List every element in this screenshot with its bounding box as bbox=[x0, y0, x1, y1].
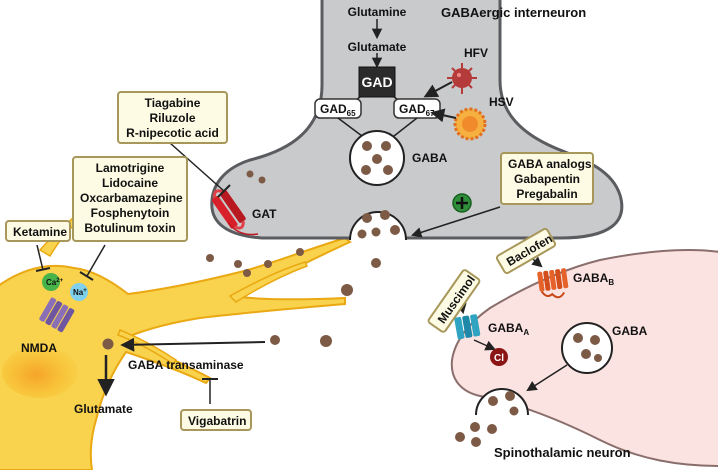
na-label: Na+ bbox=[73, 288, 87, 297]
gaba-post-label: GABA bbox=[612, 324, 648, 338]
drug-botulinum-toxin: Botulinum toxin bbox=[84, 221, 176, 235]
vigabatrin-box: Vigabatrin bbox=[180, 409, 252, 431]
gaba-vesicle-post-release bbox=[475, 388, 529, 416]
astro-soma bbox=[2, 346, 78, 398]
gat-transporter bbox=[211, 189, 246, 230]
gaba-b-label: GABAB bbox=[573, 271, 614, 287]
synaptic-gaba-dots bbox=[206, 248, 497, 447]
arrow-hsv bbox=[430, 108, 457, 123]
sodium-blockers-box: Lamotrigine Lidocaine Oxcarbamazepine Fo… bbox=[72, 156, 188, 242]
drug-fosphenytoin: Fosphenytoin bbox=[90, 206, 170, 220]
interneuron-title: GABAergic interneuron bbox=[441, 5, 586, 20]
gaba-vesicle-postsynaptic bbox=[561, 322, 613, 374]
gaba-b-receptor bbox=[537, 268, 569, 299]
drug-pregabalin: Pregabalin bbox=[516, 187, 578, 201]
hsv-label: HSV bbox=[489, 95, 514, 109]
drug-lamotrigine: Lamotrigine bbox=[95, 161, 165, 175]
arrow-gaba-uptake bbox=[120, 337, 266, 352]
gad65-label: GAD65 bbox=[320, 102, 356, 118]
plus-icon bbox=[452, 193, 472, 213]
gaba-vesicle-interneuron bbox=[349, 130, 405, 186]
spinothalamic-title: Spinothalamic neuron bbox=[494, 445, 631, 460]
gad-label: GAD bbox=[361, 74, 392, 90]
drug-lidocaine: Lidocaine bbox=[101, 176, 158, 190]
cl-ion bbox=[490, 348, 508, 366]
gaba-a-label: GABAA bbox=[488, 321, 529, 337]
gaba-transaminase-label: GABA transaminase bbox=[128, 358, 244, 372]
drug-tiagabine: Tiagabine bbox=[144, 96, 201, 110]
gaba-vesicle-label: GABA bbox=[412, 151, 448, 165]
gaba-analogs-box: GABA analogs Gabapentin Pregabalin bbox=[500, 152, 594, 205]
gat-label: GAT bbox=[252, 207, 277, 221]
hfv-label: HFV bbox=[464, 46, 488, 60]
virus-hsv-icon bbox=[453, 107, 487, 141]
gat-inhibitors-box: Tiagabine Riluzole R-nipecotic acid bbox=[117, 91, 228, 144]
drug-gaba-analogs: GABA analogs bbox=[508, 157, 592, 171]
ketamine-box: Ketamine bbox=[5, 220, 71, 242]
nmda-receptor bbox=[39, 297, 75, 333]
arrow-hfv bbox=[423, 81, 453, 98]
ca-label: Ca2+ bbox=[46, 278, 64, 287]
virus-hfv-icon bbox=[447, 63, 477, 94]
drug-oxcarbamazepine: Oxcarbamazepine bbox=[80, 191, 183, 205]
gad-box bbox=[358, 66, 396, 98]
inhibit-gat-line bbox=[169, 142, 225, 192]
glutamate-top-label: Glutamate bbox=[348, 40, 407, 54]
arrow-gaba-analogs bbox=[411, 206, 501, 238]
drug-gabapentin: Gabapentin bbox=[513, 172, 580, 186]
drug-r-nipecotic-acid: R-nipecotic acid bbox=[126, 126, 219, 140]
ca-ion bbox=[42, 273, 60, 291]
glutamate-bottom-label: Glutamate bbox=[74, 402, 133, 416]
nmda-label: NMDA bbox=[21, 341, 57, 355]
glutamine-label: Glutamine bbox=[348, 5, 407, 19]
gaba-vesicle-release bbox=[349, 210, 407, 241]
na-ion bbox=[70, 283, 88, 301]
gaba-a-receptor bbox=[454, 314, 481, 340]
drug-riluzole: Riluzole bbox=[149, 111, 196, 125]
cl-label: Cl bbox=[494, 353, 504, 364]
